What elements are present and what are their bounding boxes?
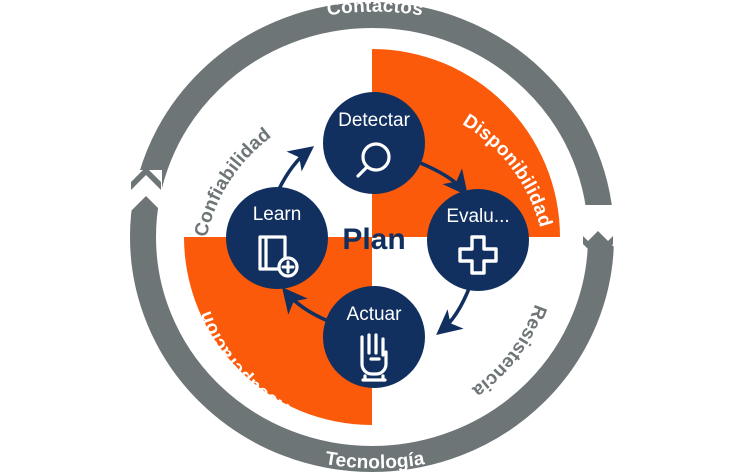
node-actuar-circle[interactable] — [323, 286, 425, 388]
node-actuar-label: Actuar — [347, 304, 403, 325]
node-detectar[interactable]: Detectar — [323, 92, 425, 194]
node-evaluar-circle[interactable] — [427, 189, 529, 291]
node-evaluar[interactable]: Evalu... — [427, 189, 529, 291]
node-learn[interactable]: Learn — [226, 187, 328, 289]
node-detectar-label: Detectar — [338, 110, 410, 131]
node-learn-label: Learn — [253, 204, 302, 225]
node-actuar[interactable]: Actuar — [323, 286, 425, 388]
outer-ring-band — [130, 2, 614, 472]
outer-gray-ring: Contactos Tecnología — [130, 0, 614, 473]
book-plus-icon — [258, 235, 299, 278]
node-evaluar-label: Evalu... — [446, 206, 509, 227]
notch-right — [582, 205, 614, 259]
cycle-arrows — [277, 146, 472, 336]
arrow-actuar-to-learn — [281, 287, 330, 323]
arrow-evaluar-to-actuar — [436, 284, 472, 336]
arrow-detectar-to-evaluar — [416, 160, 468, 196]
page-title: Plan — [342, 223, 405, 256]
plus-cross-icon — [458, 235, 498, 275]
ring-label-tecnologia: Tecnología — [324, 448, 426, 473]
hand-icon — [360, 333, 388, 382]
magnifier-icon — [356, 142, 391, 178]
ring-label-contactos: Contactos — [326, 0, 425, 20]
arrow-learn-to-detectar — [277, 146, 315, 191]
notch-left — [130, 167, 162, 212]
